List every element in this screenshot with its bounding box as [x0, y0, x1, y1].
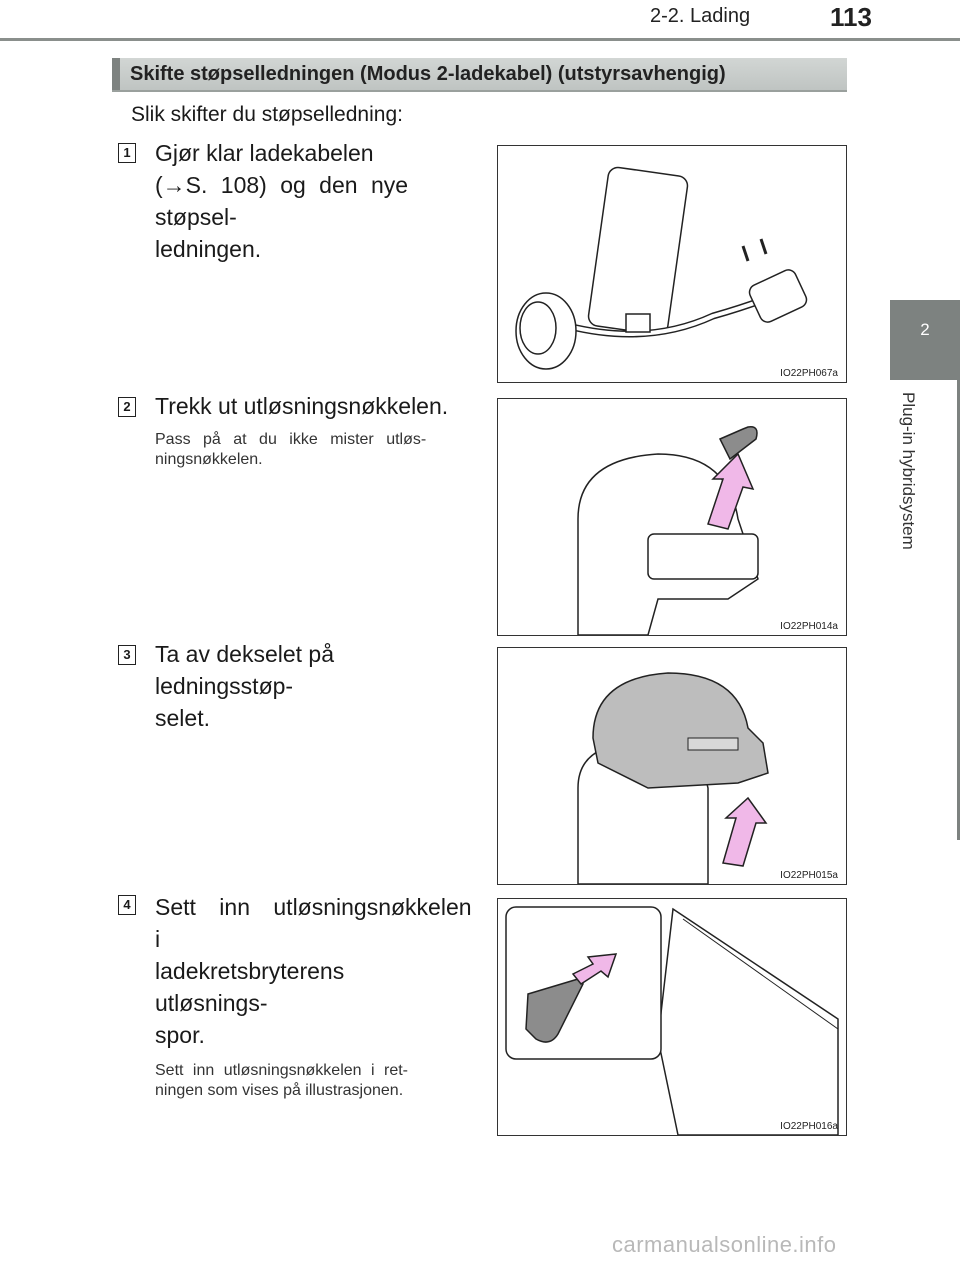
section-title: Skifte støpselledningen (Modus 2-ladekab…: [130, 63, 726, 85]
section-heading-bar: [112, 58, 847, 92]
figure-label: IO22PH014a: [780, 621, 838, 632]
step-3-text: Ta av dekselet på ledningsstøp- selet.: [155, 638, 475, 734]
step-title-line: Ta av dekselet på ledningsstøp-: [155, 641, 335, 699]
header-section-title: 2-2. Lading: [650, 5, 751, 27]
figure-release-key: IO22PH014a: [497, 398, 847, 636]
step-title-line: selet.: [155, 705, 210, 731]
figure-label: IO22PH015a: [780, 870, 838, 881]
figure-remove-cover: IO22PH015a: [497, 647, 847, 885]
step-number: 2: [118, 397, 136, 417]
figure-label: IO22PH067a: [780, 368, 838, 379]
step-2-text: Trekk ut utløsningsnøkkelen. Pass på at …: [155, 390, 475, 470]
step-number: 4: [118, 895, 136, 915]
chapter-tab-line: [957, 380, 960, 840]
chapter-number: 2: [920, 320, 930, 339]
figure-insert-key: IO22PH016a: [497, 898, 847, 1136]
step-4-text: Sett inn utløsningsnøkkelen i ladekretsb…: [155, 891, 475, 1101]
step-number: 1: [118, 143, 136, 163]
step-1-text: Gjør klar ladekabelen (→S. 108) og den n…: [155, 137, 475, 265]
step-title-line: spor.: [155, 1022, 205, 1048]
step-title-line: (→S. 108) og den nye støpsel-: [155, 172, 409, 230]
chapter-tab: [890, 300, 960, 380]
step-note-line: Pass på at du ikke mister utløs-: [155, 431, 427, 448]
header-rule: [0, 38, 960, 41]
step-number: 3: [118, 645, 136, 665]
chapter-title: Plug-in hybridsystem: [899, 392, 918, 550]
step-title-line: ladekretsbryterens utløsnings-: [155, 958, 345, 1016]
step-title-line: Trekk ut utløsningsnøkkelen.: [155, 393, 449, 419]
figure-label: IO22PH016a: [780, 1121, 838, 1132]
step-note-line: ningen som vises på illustrasjonen.: [155, 1082, 404, 1099]
step-note-line: Sett inn utløsningsnøkkelen i ret-: [155, 1062, 408, 1079]
step-note-line: ningsnøkkelen.: [155, 451, 263, 468]
watermark-url: carmanualsonline.info: [612, 1232, 837, 1257]
step-title-line: Sett inn utløsningsnøkkelen i: [155, 894, 472, 952]
step-title-line: ledningen.: [155, 236, 262, 262]
figure-plug-cable: IO22PH067a: [497, 145, 847, 383]
intro-text: Slik skifter du støpselledning:: [131, 103, 403, 126]
step-title-line: Gjør klar ladekabelen: [155, 140, 374, 166]
page-number: 113: [830, 2, 872, 32]
